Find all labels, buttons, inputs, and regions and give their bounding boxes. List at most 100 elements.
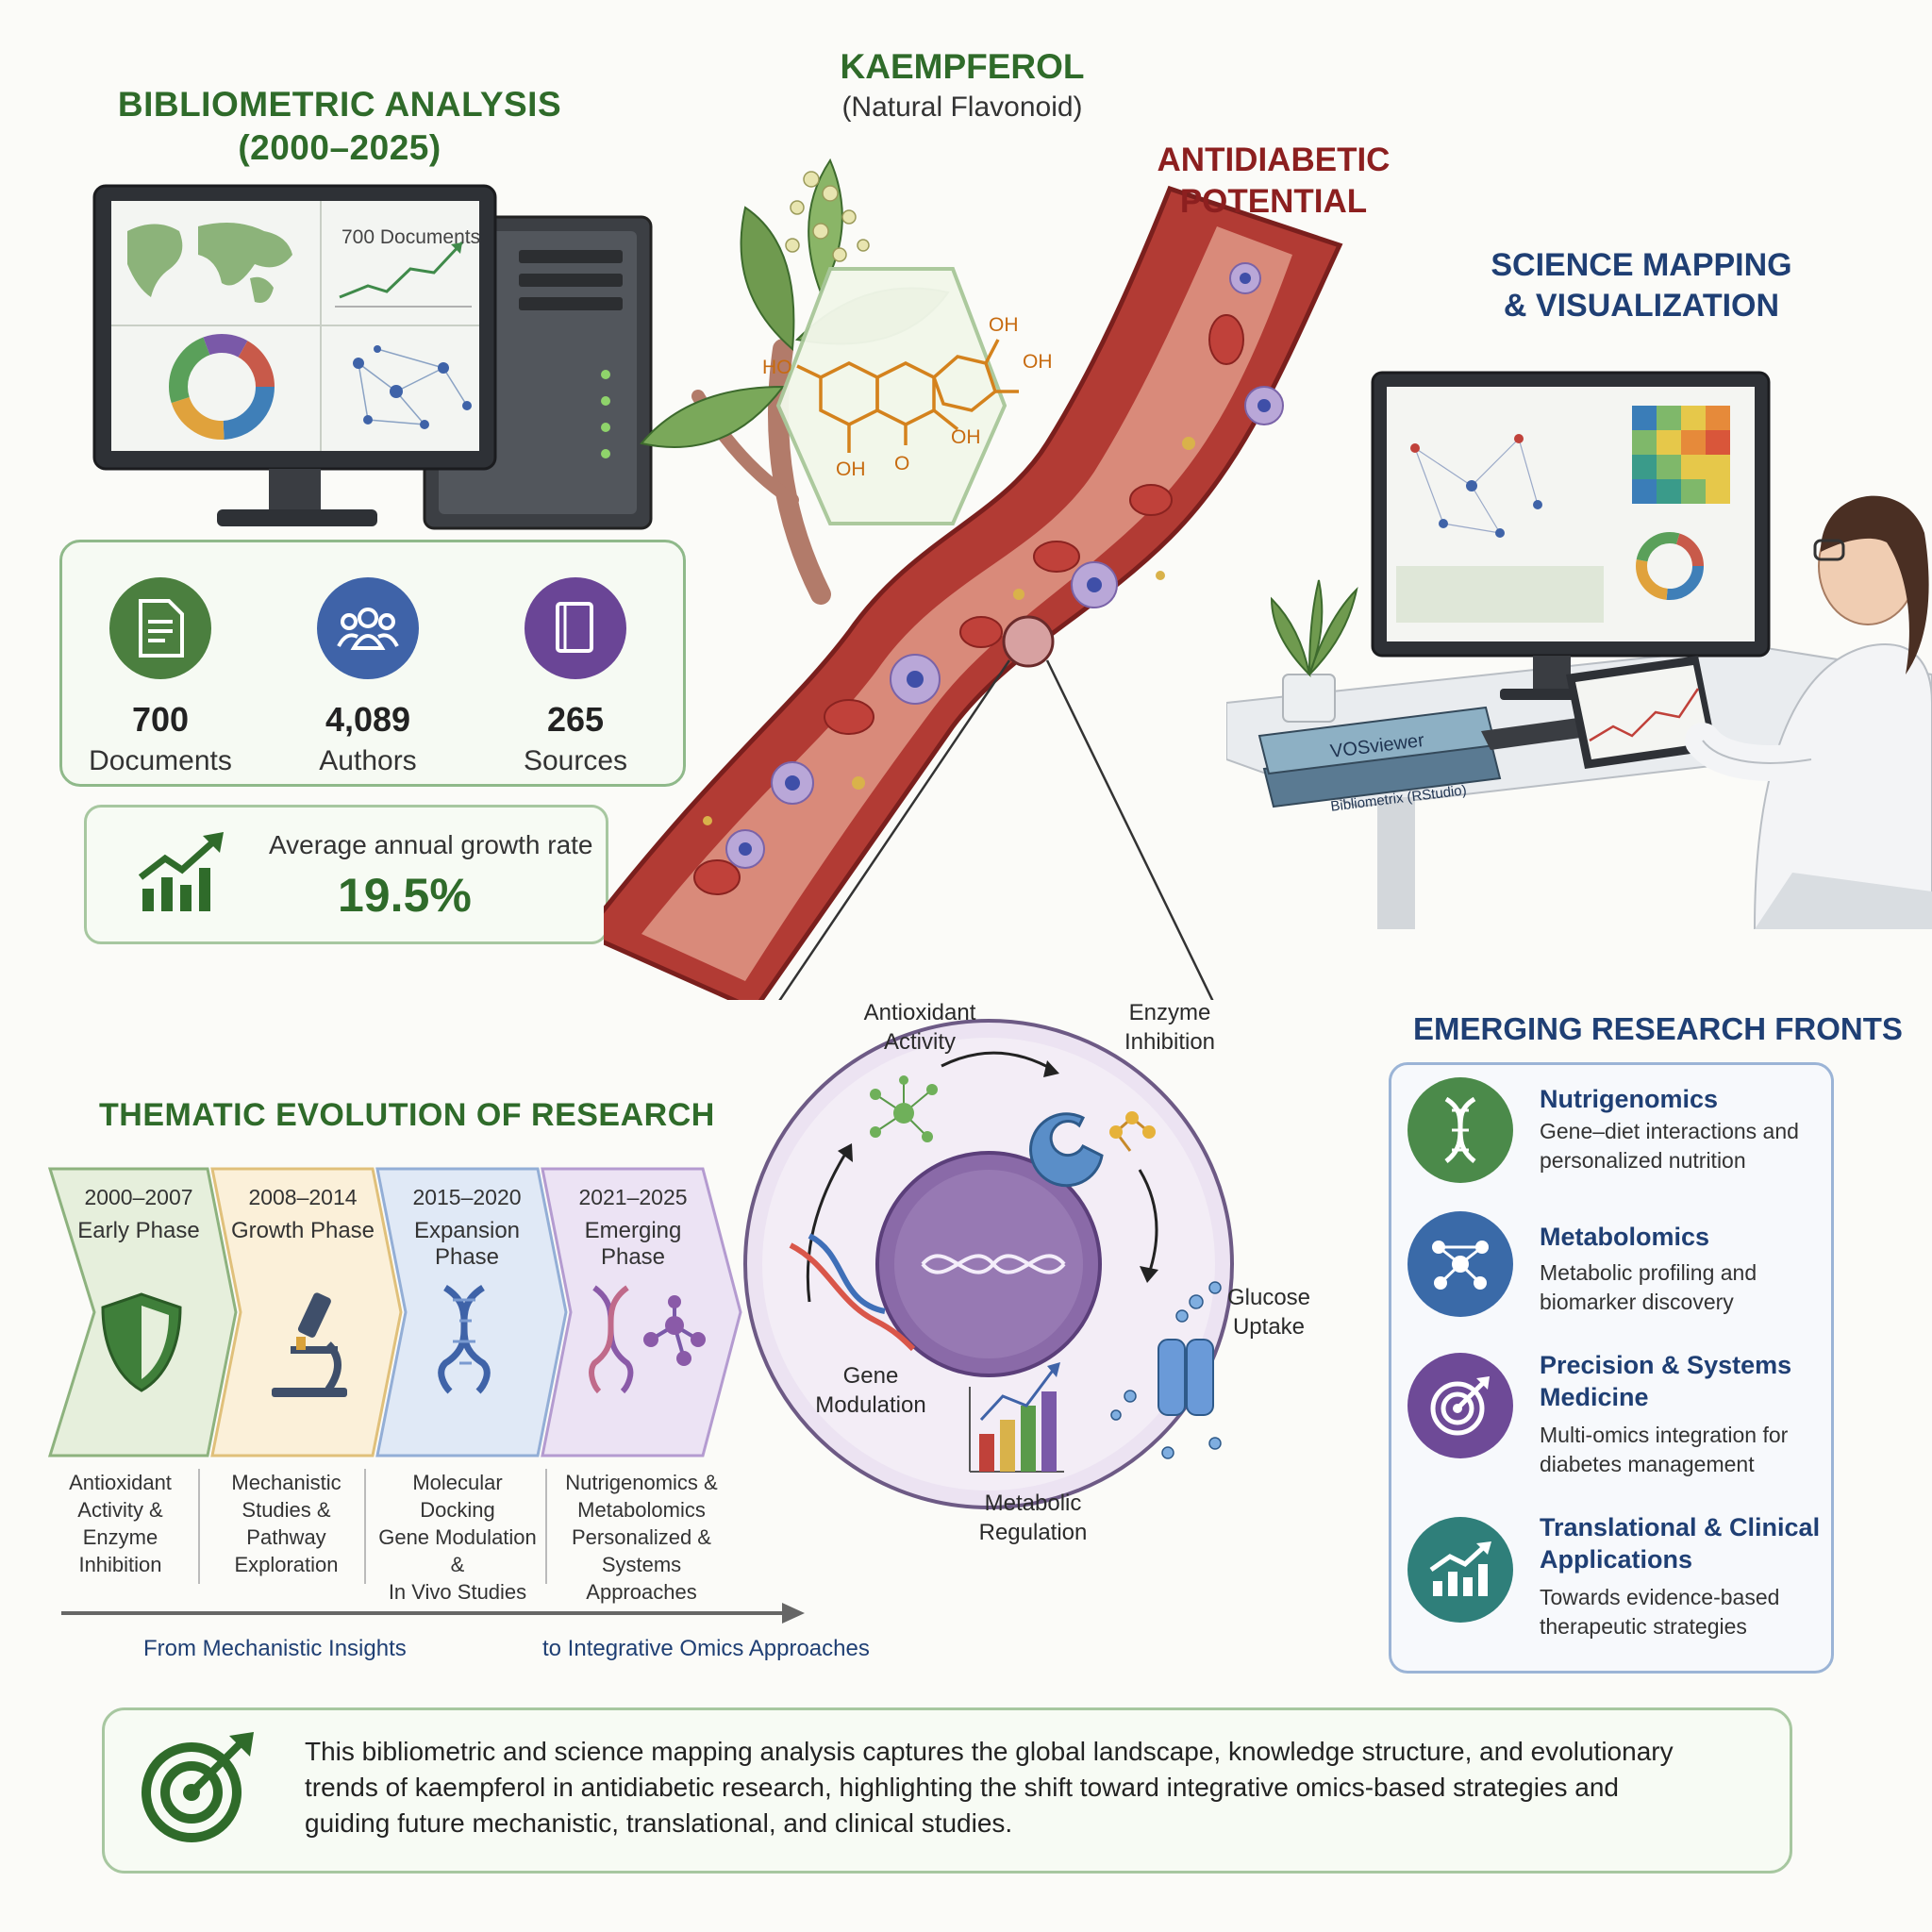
dna-icon [438,1285,491,1394]
summary-line: guiding future mechanistic, translationa… [305,1808,1013,1838]
dna-icon [1407,1077,1513,1183]
stat-sources-value: 265 [546,700,605,739]
timeline-arrow [61,1603,805,1624]
front-item-nutrigenomics: Nutrigenomics Gene–diet interactions and… [1407,1077,1823,1209]
phase-2-desc: Mechanistic Studies & Pathway Exploratio… [218,1469,355,1578]
cell-gene-label: Gene Modulation [815,1363,926,1418]
antidiabetic-line1: ANTIDIABETIC [1157,142,1391,178]
phase-3-desc-line: Molecular Docking [412,1471,503,1522]
phase-3-dates: 2015–2020 [412,1185,522,1209]
molecule-oh-bottom-label: OH [836,458,866,480]
researcher-illustration [1226,371,1932,929]
front-desc-line: Metabolic profiling and [1540,1260,1757,1285]
front-nutrigenomics-title: Nutrigenomics [1540,1085,1719,1113]
science-mapping-title: SCIENCE MAPPING & VISUALIZATION [1472,247,1811,325]
front-title-line: Medicine [1540,1383,1649,1411]
computer-illustration [92,184,653,530]
growth-value: 19.5% [338,869,472,922]
phase-1-desc-line: Inhibition [78,1553,162,1576]
thematic-title: THEMATIC EVOLUTION OF RESEARCH [99,1097,715,1133]
stat-sources: 265 Sources [500,577,651,777]
target-icon [1407,1353,1513,1458]
growth-label: Average annual growth rate [269,830,593,859]
cell-antioxidant-label: Antioxidant Activity [863,1000,976,1055]
front-translational-title: Translational & Clinical Applications [1540,1511,1820,1575]
stat-authors: 4,089 Authors [292,577,443,777]
science-mapping-line1: SCIENCE MAPPING [1491,247,1792,283]
phase-3-name: Expansion Phase [413,1218,521,1270]
book-icon [525,577,626,679]
fronts-title: EMERGING RESEARCH FRONTS [1413,1011,1903,1046]
summary-line: trends of kaempferol in antidiabetic res… [305,1773,1619,1802]
front-desc-line: diabetes management [1540,1452,1755,1476]
phase-4-name: Emerging Phase [584,1218,682,1270]
front-metabolomics-title: Metabolomics [1540,1223,1710,1251]
phase-2-desc-line: Pathway [246,1525,326,1549]
front-nutrigenomics-desc: Gene–diet interactions and personalized … [1540,1117,1799,1175]
microscope-icon [272,1292,347,1397]
phase-2-desc-line: Studies & [242,1498,331,1522]
cell-glucose-label: Glucose Uptake [1226,1285,1311,1340]
cell-metabolic-label: Metabolic Regulation [978,1491,1088,1545]
front-desc-line: Gene–diet interactions and [1540,1119,1799,1143]
cell-illustration [743,1019,1234,1509]
authors-icon [317,577,419,679]
phase-3-desc: Molecular Docking Gene Modulation & In V… [373,1469,542,1606]
stat-authors-label: Authors [319,745,417,776]
bibliometric-title-line1: BIBLIOMETRIC ANALYSIS [117,85,562,124]
phase-1-dates: 2000–2007 [84,1185,193,1209]
kaempferol-subtitle: (Natural Flavonoid) [841,92,1083,123]
bibliometric-title: BIBLIOMETRIC ANALYSIS (2000–2025) [94,85,585,168]
front-desc-line: personalized nutrition [1540,1148,1746,1173]
target-icon [142,1732,254,1842]
science-mapping-line2: & VISUALIZATION [1503,288,1780,324]
phase-4-desc: Nutrigenomics & Metabolomics Personalize… [547,1469,736,1606]
stat-documents: 700 Documents [85,577,236,777]
cell-enzyme-label: Enzyme Inhibition [1124,1000,1216,1055]
phase-4-desc-line: Nutrigenomics & [565,1471,718,1494]
network-icon [1407,1211,1513,1317]
phase-divider [364,1469,366,1584]
molecule-oh-top-label: OH [989,314,1019,336]
phase-2-desc-line: Exploration [234,1553,339,1576]
phase-4: 2021–2025 Emerging Phase [553,1185,713,1271]
phase-1-desc: Antioxidant Activity & Enzyme Inhibition [52,1469,189,1578]
front-item-translational: Translational & Clinical Applications To… [1407,1509,1823,1660]
antidiabetic-line2: POTENTIAL [1179,183,1368,220]
phase-2: 2008–2014 Growth Phase [223,1185,383,1244]
molecule-oh-right-label: OH [1023,351,1053,373]
summary-text: This bibliometric and science mapping an… [305,1734,1776,1841]
front-desc-line: Multi-omics integration for [1540,1423,1789,1447]
front-title-line: Precision & Systems [1540,1351,1792,1379]
monitor-documents-label: 700 Documents [341,226,481,248]
front-desc-line: biomarker discovery [1540,1290,1734,1314]
phase-1-desc-line: Antioxidant [69,1471,172,1494]
phase-divider [198,1469,200,1584]
phase-1: 2000–2007 Early Phase [58,1185,219,1244]
stat-documents-value: 700 [131,700,190,739]
phase-4-desc-line: Systems Approaches [586,1553,697,1604]
front-title-line: Translational & Clinical [1540,1513,1821,1541]
stat-sources-label: Sources [523,745,628,776]
phase-4-dates: 2021–2025 [578,1185,688,1209]
phase-4-desc-line: Personalized & [572,1525,711,1549]
phase-2-name: Growth Phase [230,1218,375,1243]
phase-3-desc-line: Gene Modulation & [378,1525,537,1576]
phase-divider [545,1469,547,1584]
phase-4-desc-line: Metabolomics [577,1498,706,1522]
summary-line: This bibliometric and science mapping an… [305,1737,1674,1766]
phase-3-desc-line: In Vivo Studies [388,1580,527,1604]
front-desc-line: therapeutic strategies [1540,1614,1747,1639]
front-item-metabolomics: Metabolomics Metabolic profiling and bio… [1407,1211,1823,1343]
molecule-oh-mid-label: OH [951,426,981,448]
summary-panel [102,1707,1792,1874]
phase-1-desc-line: Enzyme [82,1525,158,1549]
phase-2-dates: 2008–2014 [248,1185,358,1209]
phase-3: 2015–2020 Expansion Phase [387,1185,547,1271]
front-title-line: Applications [1540,1545,1693,1574]
front-precision-desc: Multi-omics integration for diabetes man… [1540,1421,1788,1479]
document-icon [109,577,211,679]
kaempferol-title: KAEMPFEROL [840,47,1085,86]
phase-2-desc-line: Mechanistic [231,1471,341,1494]
dna-molecule-icon [589,1285,706,1394]
